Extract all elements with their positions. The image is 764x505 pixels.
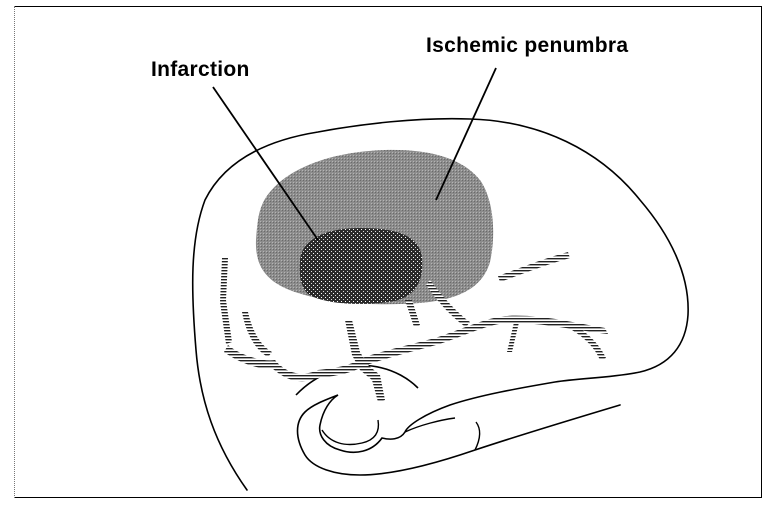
temporal-line-2 xyxy=(475,422,480,450)
temporal-lobe-outline xyxy=(296,365,418,395)
temporal-line xyxy=(405,418,455,432)
ischemic-penumbra-label: Ischemic penumbra xyxy=(426,34,628,58)
infarction-label: Infarction xyxy=(151,58,250,82)
temporal-sulcus xyxy=(322,420,378,444)
